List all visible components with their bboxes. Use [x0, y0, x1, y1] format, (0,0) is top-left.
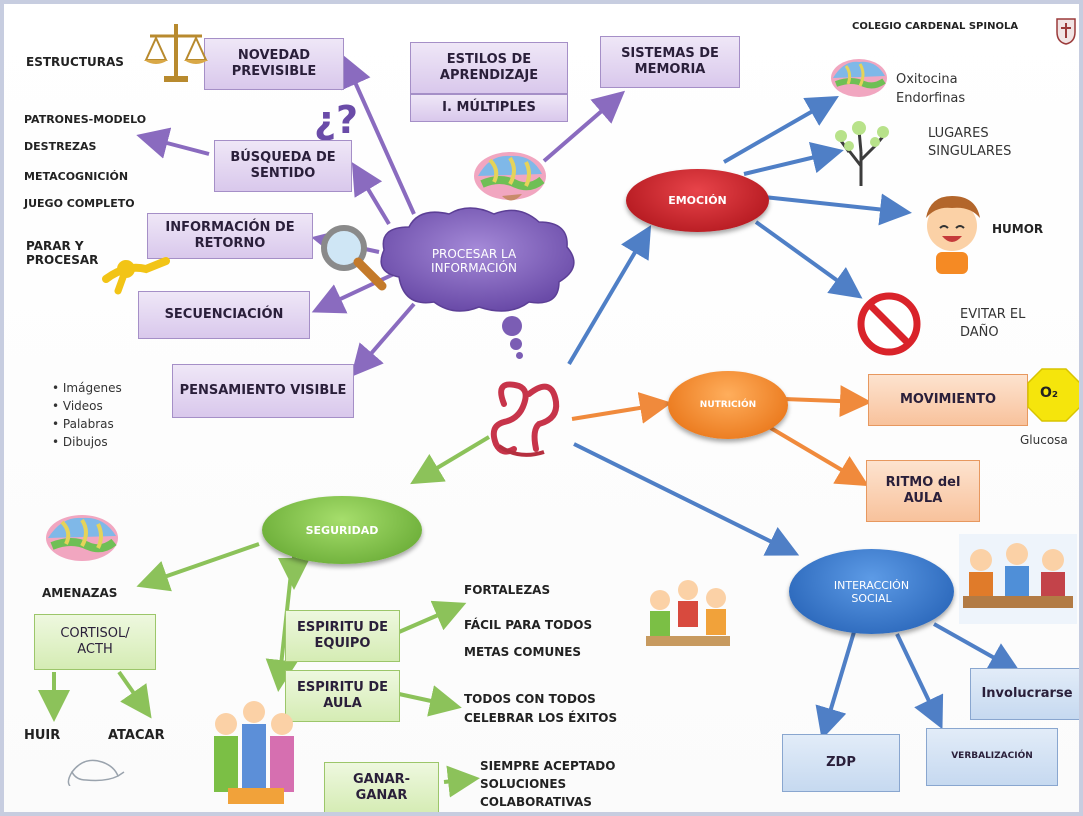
team-item: FÁCIL PARA TODOS: [464, 618, 593, 632]
team-spirit-box: ESPIRITU DE EQUIPO: [285, 610, 400, 662]
visible-item: • Palabras: [52, 417, 114, 431]
hormone-item: Oxitocina: [896, 72, 958, 87]
hormone-item: Endorfinas: [896, 91, 966, 106]
visible-item: • Imágenes: [52, 381, 122, 395]
humor-label: HUMOR: [992, 222, 1044, 236]
multiple-intelligences-box: I. MÚLTIPLES: [410, 94, 568, 122]
arrow-to-rhythm: [762, 422, 869, 487]
arrow-win-items: [443, 765, 480, 798]
meaning-box: BÚSQUEDA DE SENTIDO: [214, 140, 352, 192]
brain-icon: [831, 59, 887, 97]
question-mark-icon: ¿?: [314, 98, 359, 142]
scales-icon: [144, 24, 208, 82]
arrow-to-places: [743, 142, 844, 176]
brain-icon: [46, 515, 118, 561]
visible-thinking-box: PENSAMIENTO VISIBLE: [172, 364, 354, 418]
oxygen-octagon-icon: [1027, 368, 1079, 422]
sequence-box: SECUENCIACIÓN: [138, 291, 310, 339]
school-crest-icon: [1056, 18, 1076, 45]
win-item: SIEMPRE ACEPTADO: [480, 759, 616, 773]
arrow-to-verbal: [895, 633, 944, 730]
thought-bubble: [502, 316, 522, 336]
arrow-to-humor: [763, 193, 912, 226]
structures-label: ESTRUCTURAS: [26, 55, 124, 69]
thought-bubble: [510, 338, 522, 350]
emotion-node: EMOCIÓN: [626, 169, 769, 232]
school-name: COLEGIO CARDENAL SPINOLA: [852, 21, 1019, 32]
zdp-box: ZDP: [782, 734, 900, 792]
arrow-to-threats: [136, 542, 260, 592]
joystick-icon: [102, 257, 170, 295]
memory-systems-box: SISTEMAS DE MEMORIA: [600, 36, 740, 88]
stop-process-label: PARAR Y PROCESAR: [26, 239, 99, 268]
rhythm-box: RITMO del AULA: [866, 460, 980, 522]
meaning-item: DESTREZAS: [24, 140, 97, 153]
arrow-team-items: [398, 600, 467, 634]
visible-item: • Videos: [52, 399, 103, 413]
arrow-to-attack: [117, 670, 152, 719]
brain-icon: [474, 152, 546, 201]
child-face-icon: [926, 196, 980, 274]
novelty-box: NOVEDAD PREVISIBLE: [204, 38, 344, 90]
arrow-to-meaning: [351, 162, 391, 226]
nutrition-node: NUTRICIÓN: [668, 371, 788, 439]
arrow-to-memory: [542, 90, 626, 163]
avoid-harm-label: EVITAR EL DAÑO: [960, 307, 1026, 340]
arrow-to-nutrition: [571, 392, 672, 424]
class-spirit-box: ESPIRITU DE AULA: [285, 670, 400, 722]
attack-label: ATACAR: [108, 728, 165, 743]
tree-icon: [835, 121, 889, 186]
class-item: CELEBRAR LOS ÉXITOS: [464, 711, 618, 725]
prohibition-icon: [857, 292, 921, 356]
meaning-item: PATRONES-MODELO: [24, 113, 147, 126]
security-node: SEGURIDAD: [262, 496, 422, 564]
arrow-to-movement: [783, 385, 872, 418]
social-node: INTERACCIÓN SOCIAL: [789, 549, 954, 634]
involve-box: Involucrarse: [970, 668, 1079, 720]
connector-arrows: [38, 54, 1021, 798]
arrow-to-visible: [350, 302, 416, 378]
arrow-to-security: [410, 435, 491, 485]
glucose-label: Glucosa: [1020, 433, 1068, 447]
oxygen-label: O₂: [1040, 385, 1059, 401]
process-node-label: PROCESAR LA INFORMACIÓN: [431, 247, 517, 275]
magnifying-glass-icon: [321, 225, 387, 291]
visible-item: • Dibujos: [52, 435, 108, 449]
central-question-icon: [490, 381, 560, 457]
arrow-to-hormones: [723, 96, 839, 164]
classroom-group-icon: [959, 534, 1077, 624]
team-item: FORTALEZAS: [464, 583, 551, 597]
places-label: LUGARES SINGULARES: [928, 126, 1012, 159]
win-win-box: GANAR- GANAR: [324, 762, 439, 812]
win-item: SOLUCIONES: [480, 777, 567, 791]
team-item: METAS COMUNES: [464, 645, 582, 659]
threats-label: AMENAZAS: [42, 586, 118, 600]
movement-box: MOVIMIENTO: [868, 374, 1028, 426]
arrow-class-items: [398, 685, 462, 717]
cortisol-box: CORTISOL/ ACTH: [34, 614, 156, 670]
class-item: TODOS CON TODOS: [464, 692, 596, 706]
meaning-item: METACOGNICIÓN: [24, 170, 129, 183]
learning-styles-box: ESTILOS DE APRENDIZAJE: [410, 42, 568, 94]
flee-label: HUIR: [24, 728, 61, 743]
arrow-to-emotion: [567, 225, 652, 366]
thought-bubble: [516, 352, 523, 359]
arrow-meaning-items: [136, 127, 210, 159]
arrow-to-involve: [933, 622, 1021, 673]
arrow-to-novelty: [341, 54, 416, 215]
arrow-to-zdp: [815, 631, 856, 740]
arrow-to-avoid: [754, 220, 863, 299]
verbalization-box: VERBALIZACIÓN: [926, 728, 1058, 786]
kids-group-icon: [646, 580, 730, 646]
rat-sketch-icon: [67, 759, 125, 786]
process-cloud-shape: [380, 207, 575, 312]
people-crowd-icon: [214, 701, 294, 804]
win-item: COLABORATIVAS: [480, 795, 592, 809]
arrow-to-social: [573, 442, 800, 556]
meaning-item: JUEGO COMPLETO: [24, 197, 135, 210]
feedback-box: INFORMACIÓN DE RETORNO: [147, 213, 313, 259]
